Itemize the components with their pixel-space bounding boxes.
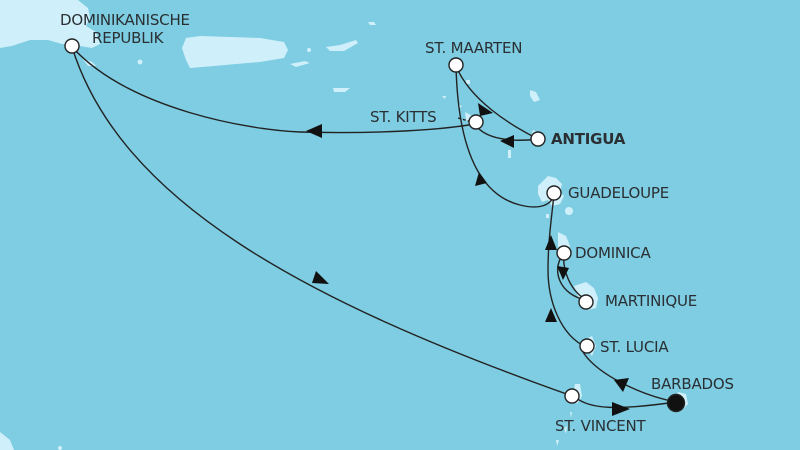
route-guadeloupe-stmaarten: [455, 65, 555, 208]
port-marker-st-lucia: [579, 338, 595, 354]
port-marker-st-kitts: [468, 114, 484, 130]
port-label-dominikanische-republik-line2: REPUBLIK: [92, 29, 164, 47]
arrow-icon: [545, 235, 557, 250]
port-label-st-maarten: ST. MAARTEN: [425, 39, 523, 57]
arrow-icon: [500, 135, 514, 148]
arrow-icon: [312, 271, 329, 284]
port-marker-martinique: [578, 294, 594, 310]
port-label-antigua: ANTIGUA: [551, 130, 626, 148]
hispaniola-island: [0, 0, 100, 48]
port-label-st-kitts: ST. KITTS: [370, 108, 437, 126]
route-stvincent-barbados: [574, 396, 677, 409]
port-marker-barbados: [666, 393, 686, 413]
port-marker-st-maarten: [448, 57, 464, 73]
port-marker-guadeloupe: [546, 185, 562, 201]
route-stlucia-guadeloupe: [547, 193, 587, 348]
port-label-barbados: BARBADOS: [651, 375, 734, 393]
route-arrows: [306, 103, 630, 416]
arrow-icon: [306, 124, 322, 138]
puerto-rico-island: [182, 36, 288, 68]
port-label-st-lucia: ST. LUCIA: [600, 338, 669, 356]
port-marker-dominica: [556, 245, 572, 261]
arrow-icon: [545, 308, 557, 322]
arrow-icon: [475, 172, 487, 186]
port-marker-antigua: [530, 131, 546, 147]
route-stkitts-domrep: [71, 46, 476, 134]
port-label-martinique: MARTINIQUE: [605, 292, 698, 310]
arrow-icon: [612, 402, 630, 416]
arrow-icon: [478, 103, 493, 116]
arrow-icon: [614, 378, 629, 392]
port-label-dominikanische-republik-line1: DOMINIKANISCHE: [60, 11, 190, 29]
route-domrep-stvincent: [71, 46, 576, 398]
land-masses: [0, 0, 688, 450]
port-marker-dominikanische-republik: [64, 38, 80, 54]
arrow-icon: [557, 266, 569, 280]
port-label-dominica: DOMINICA: [575, 244, 651, 262]
port-label-st-vincent: ST. VINCENT: [555, 417, 646, 435]
port-marker-st-vincent: [564, 388, 580, 404]
port-markers: [64, 38, 686, 413]
route-stmaarten-antigua: [455, 65, 539, 140]
port-label-guadeloupe: GUADELOUPE: [568, 184, 670, 202]
